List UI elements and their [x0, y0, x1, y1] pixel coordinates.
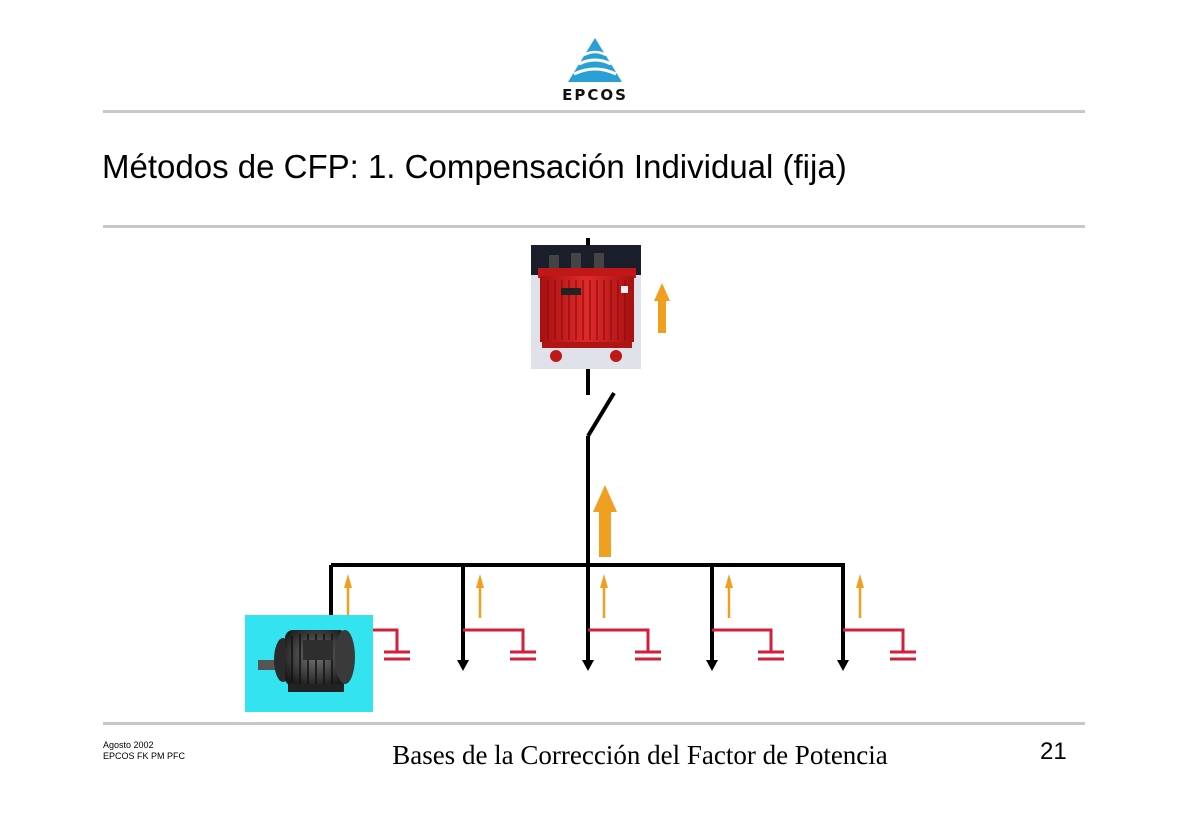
header-rule [103, 110, 1085, 113]
capacitor [843, 628, 916, 661]
transformer-reactive-arrow [654, 283, 670, 333]
branch-arrow [600, 574, 608, 618]
logo-text: EPCOS [562, 86, 628, 104]
branch-4 [706, 565, 784, 671]
footer-rule [103, 722, 1085, 725]
branch-arrow [476, 574, 484, 618]
branch-2 [457, 565, 536, 671]
capacitor [463, 628, 536, 661]
branch-3 [582, 565, 661, 671]
page-number: 21 [1040, 738, 1067, 765]
footer-date: Agosto 2002 [103, 740, 154, 750]
footer-subtitle: Bases de la Corrección del Factor de Pot… [392, 740, 888, 770]
capacitor [588, 628, 661, 661]
epcos-logo: EPCOS [540, 30, 650, 110]
page-title: Métodos de CFP: 1. Compensación Individu… [102, 148, 847, 185]
branch-arrow [856, 574, 864, 618]
capacitor [712, 628, 784, 661]
transformer-image [531, 245, 641, 369]
branch-arrow [344, 574, 352, 618]
footer-org: EPCOS FK PM PFC [103, 751, 186, 761]
switch [586, 391, 616, 566]
main-reactive-arrow [593, 485, 617, 557]
title-rule [103, 225, 1085, 228]
branch-1 [329, 565, 410, 661]
epcos-logo-mark [568, 38, 622, 82]
motor-image [245, 615, 373, 712]
branch-arrow [725, 574, 733, 618]
branch-5 [837, 565, 916, 671]
footer-meta: Agosto 2002 EPCOS FK PM PFC [103, 740, 185, 762]
